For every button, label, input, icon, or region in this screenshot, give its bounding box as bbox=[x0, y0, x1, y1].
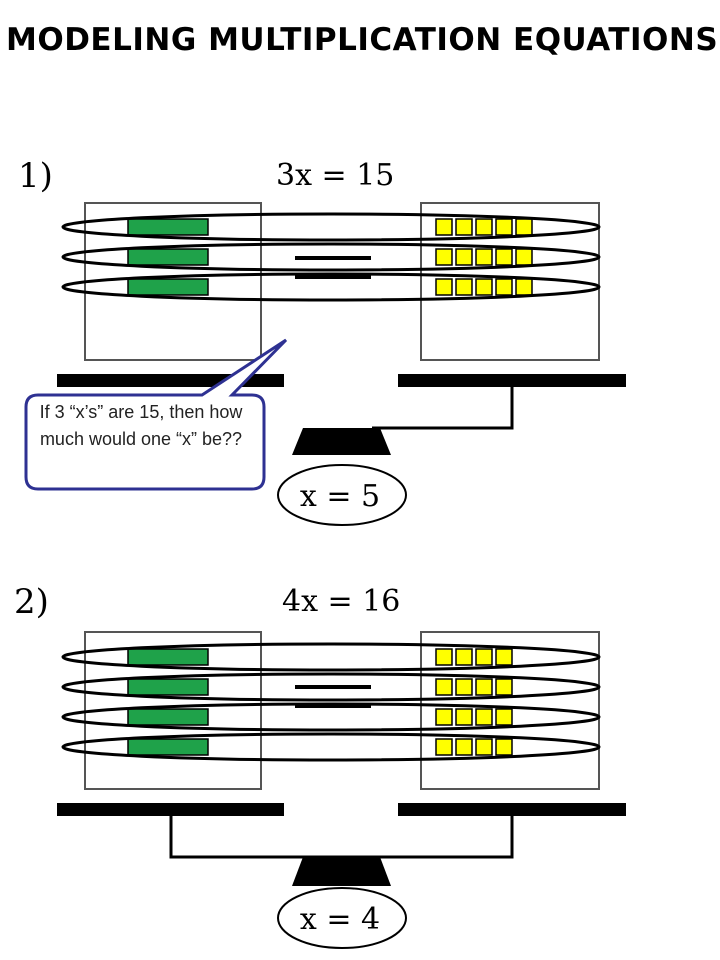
x-tile bbox=[127, 738, 209, 756]
scale-connector bbox=[169, 816, 514, 859]
unit-tile bbox=[475, 708, 493, 726]
unit-tile bbox=[495, 648, 513, 666]
unit-tile bbox=[495, 278, 513, 296]
answer-ellipse bbox=[277, 464, 407, 526]
balance-scale-1: x = 5 bbox=[24, 202, 626, 526]
beam-right bbox=[398, 374, 626, 387]
unit-tile bbox=[435, 678, 453, 696]
unit-tile bbox=[435, 738, 453, 756]
problem-2-number: 2) bbox=[14, 582, 49, 622]
scale-connector bbox=[372, 387, 514, 430]
unit-tile bbox=[495, 678, 513, 696]
speech-bubble bbox=[24, 338, 288, 491]
unit-tile bbox=[435, 218, 453, 236]
unit-tile bbox=[475, 218, 493, 236]
unit-tile bbox=[435, 708, 453, 726]
group-ellipse bbox=[61, 642, 601, 672]
answer-ellipse bbox=[277, 887, 407, 949]
problem-1-equation: 3x = 15 bbox=[276, 158, 395, 193]
x-tile bbox=[127, 248, 209, 266]
group-ellipse bbox=[61, 702, 601, 732]
unit-tile bbox=[455, 738, 473, 756]
beam-left bbox=[57, 803, 284, 816]
scale-base bbox=[292, 857, 391, 886]
unit-tile bbox=[475, 278, 493, 296]
unit-tile bbox=[455, 218, 473, 236]
page-title: Modeling Multiplication Equations: bbox=[6, 22, 720, 58]
equals-sign bbox=[295, 256, 371, 279]
x-tile bbox=[127, 678, 209, 696]
group-ellipse bbox=[61, 242, 601, 272]
tile-groups bbox=[61, 212, 601, 302]
x-tile bbox=[127, 218, 209, 236]
equals-sign bbox=[295, 685, 371, 708]
unit-tile bbox=[455, 708, 473, 726]
unit-tile bbox=[495, 248, 513, 266]
unit-tile bbox=[495, 738, 513, 756]
unit-tile bbox=[495, 218, 513, 236]
x-tile bbox=[127, 708, 209, 726]
beam-right bbox=[398, 803, 626, 816]
group-ellipse bbox=[61, 672, 601, 702]
problem-1-number: 1) bbox=[18, 156, 53, 196]
unit-tile bbox=[435, 278, 453, 296]
unit-tile bbox=[435, 648, 453, 666]
answer-2: x = 4 bbox=[300, 902, 380, 937]
group-ellipse bbox=[61, 272, 601, 302]
x-tile bbox=[127, 278, 209, 296]
unit-tile bbox=[475, 678, 493, 696]
problem-2-equation: 4x = 16 bbox=[282, 584, 401, 619]
unit-tile bbox=[455, 278, 473, 296]
unit-tile bbox=[455, 648, 473, 666]
tile-groups bbox=[61, 642, 601, 762]
unit-tile bbox=[475, 248, 493, 266]
unit-tile bbox=[455, 678, 473, 696]
unit-tile bbox=[475, 648, 493, 666]
answer-1: x = 5 bbox=[300, 479, 380, 514]
callout-text: If 3 “x’s” are 15, then how much would o… bbox=[39, 402, 243, 449]
scale-base bbox=[292, 428, 391, 455]
unit-tile bbox=[475, 738, 493, 756]
x-tile bbox=[127, 648, 209, 666]
group-ellipse bbox=[61, 212, 601, 242]
unit-tile bbox=[455, 248, 473, 266]
unit-tile bbox=[435, 248, 453, 266]
unit-tile bbox=[495, 708, 513, 726]
group-ellipse bbox=[61, 732, 601, 762]
